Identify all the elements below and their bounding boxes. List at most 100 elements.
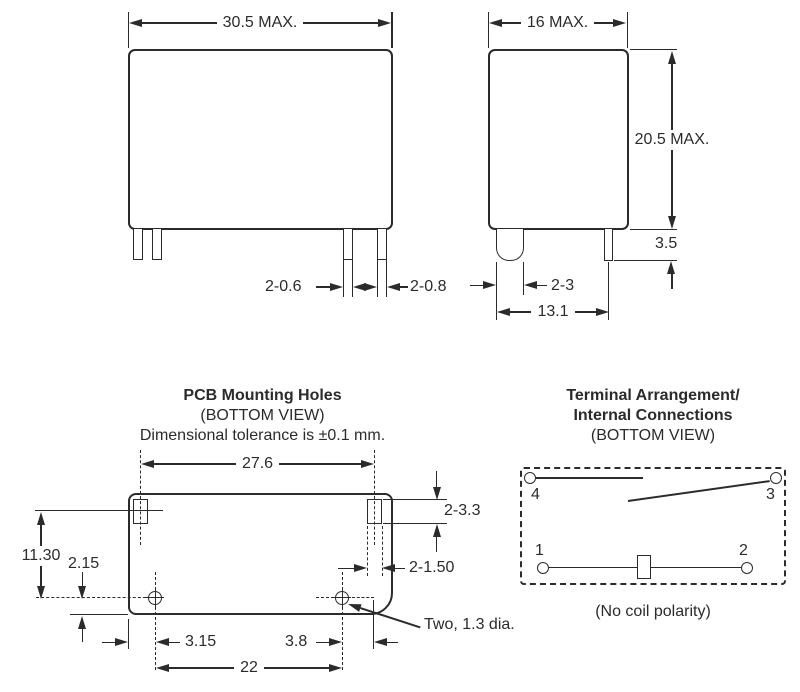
arrowhead-left-icon — [141, 460, 154, 468]
terminal-circle-3 — [770, 471, 782, 484]
hole-diameter-label: Two, 1.3 dia. — [424, 616, 515, 633]
dim-label-width: 30.5 MAX. — [216, 15, 304, 31]
dimension-line — [142, 22, 217, 24]
terminal-view-header: Terminal Arrangement/ Internal Connectio… — [510, 386, 796, 446]
dimension-line — [168, 641, 180, 644]
extension-line — [391, 12, 393, 48]
dim-label-hole-to-slot: 3.8 — [285, 633, 308, 650]
dimension-line — [536, 284, 547, 287]
dimension-slot-to-hole: 11.30 — [15, 512, 67, 599]
dimension-line — [154, 463, 236, 465]
coil-line — [548, 566, 638, 569]
dimension-line — [169, 667, 235, 669]
coil-symbol — [637, 555, 651, 579]
extension-line — [487, 12, 489, 48]
dimension-line — [470, 284, 484, 287]
dim-label-edge-to-hole: 3.15 — [185, 633, 217, 650]
coil-line — [651, 566, 742, 569]
extension-line — [381, 526, 383, 576]
pcb-view-header: PCB Mounting Holes (BOTTOM VIEW) Dimensi… — [120, 386, 405, 446]
thin-pin — [604, 229, 613, 261]
dimension-depth: 16 MAX. — [489, 15, 627, 31]
hole-crosshair — [146, 597, 164, 599]
extension-line — [372, 600, 374, 649]
pcb-outline — [128, 493, 393, 615]
arrowhead-right-icon — [330, 282, 343, 291]
dimension-line — [502, 22, 521, 24]
dimension-line — [594, 22, 614, 24]
terminal-circle-2 — [741, 561, 753, 574]
dim-label-hole-to-edge: 2.15 — [68, 555, 100, 572]
arrowhead-down-icon — [432, 487, 441, 500]
terminal-view-title-1: Terminal Arrangement/ — [566, 387, 740, 404]
dimension-line — [40, 525, 42, 546]
terminal-label-4: 4 — [531, 486, 540, 503]
dimension-line — [82, 629, 83, 642]
terminal-view-subtitle: (BOTTOM VIEW) — [590, 427, 716, 444]
terminal-label-3: 3 — [766, 486, 775, 503]
dimension-line — [316, 286, 331, 288]
dim-label-pin-a: 2-0.6 — [265, 278, 302, 295]
terminal-circle-1 — [537, 561, 549, 574]
arrowhead-left-icon — [373, 638, 387, 646]
arrowhead-left-icon — [523, 281, 537, 289]
pcb-view-title: PCB Mounting Holes — [183, 387, 342, 404]
terminal-circle-4 — [524, 471, 536, 484]
hole-crosshair — [333, 597, 351, 599]
dim-label-slot-span: 27.6 — [235, 456, 280, 472]
dim-label-pin-b: 2-0.8 — [410, 278, 447, 295]
dim-label-hole-span: 22 — [234, 660, 264, 676]
extension-line — [367, 526, 368, 576]
arrowhead-right-icon — [483, 281, 496, 289]
extension-line — [35, 510, 163, 511]
terminal-view-title-2: Internal Connections — [573, 407, 733, 424]
coil-pin — [152, 229, 162, 260]
extension-line — [70, 613, 128, 615]
pcb-view-tolerance-note: Dimensional tolerance is ±0.1 mm. — [139, 427, 386, 444]
dimension-line — [436, 471, 438, 488]
arrowhead-right-icon — [613, 19, 627, 27]
dimension-line — [510, 311, 532, 313]
dimension-slot-span: 27.6 — [141, 456, 375, 472]
contact-pin — [377, 229, 387, 260]
arrowhead-right-icon — [378, 19, 392, 27]
extension-line — [630, 228, 677, 230]
extension-line — [377, 260, 378, 297]
dimension-line — [671, 273, 673, 289]
pcb-view-subtitle: (BOTTOM VIEW) — [200, 407, 325, 424]
extension-line — [351, 260, 353, 297]
arrowhead-right-icon — [364, 282, 377, 291]
contact-pin — [343, 229, 353, 260]
arrowhead-right-icon — [596, 308, 610, 316]
dimension-line — [102, 641, 116, 644]
arrowhead-left-icon — [489, 19, 502, 27]
dim-label-slot-height: 2-3.3 — [444, 502, 481, 519]
dimension-hole-span: 22 — [156, 660, 343, 676]
hole-centerline — [36, 597, 146, 599]
dimension-line — [338, 567, 354, 570]
dimension-line — [671, 64, 673, 130]
dim-label-slot-width: 2-1.50 — [409, 559, 455, 576]
dim-label-pin-width: 2-3 — [551, 277, 575, 294]
arrowhead-left-icon — [129, 19, 142, 27]
dimension-line — [671, 150, 673, 216]
dim-label-height: 20.5 MAX. — [633, 130, 711, 150]
dimension-line — [40, 565, 42, 586]
mounting-slot-left — [133, 499, 148, 524]
extension-line — [127, 619, 129, 649]
extension-line — [127, 12, 129, 48]
wide-pin — [496, 229, 524, 261]
extension-line — [614, 259, 677, 261]
relay-body-front — [128, 49, 393, 230]
arrowhead-left-icon — [497, 308, 510, 316]
dimension-line — [386, 641, 398, 644]
arrowhead-up-icon — [667, 261, 675, 274]
dimension-line — [395, 567, 405, 570]
extension-line — [607, 262, 609, 320]
dim-label-depth: 16 MAX. — [520, 15, 595, 31]
arrowhead-down-icon — [78, 585, 86, 599]
arrowhead-right-icon — [361, 460, 375, 468]
dimension-line — [316, 641, 330, 644]
